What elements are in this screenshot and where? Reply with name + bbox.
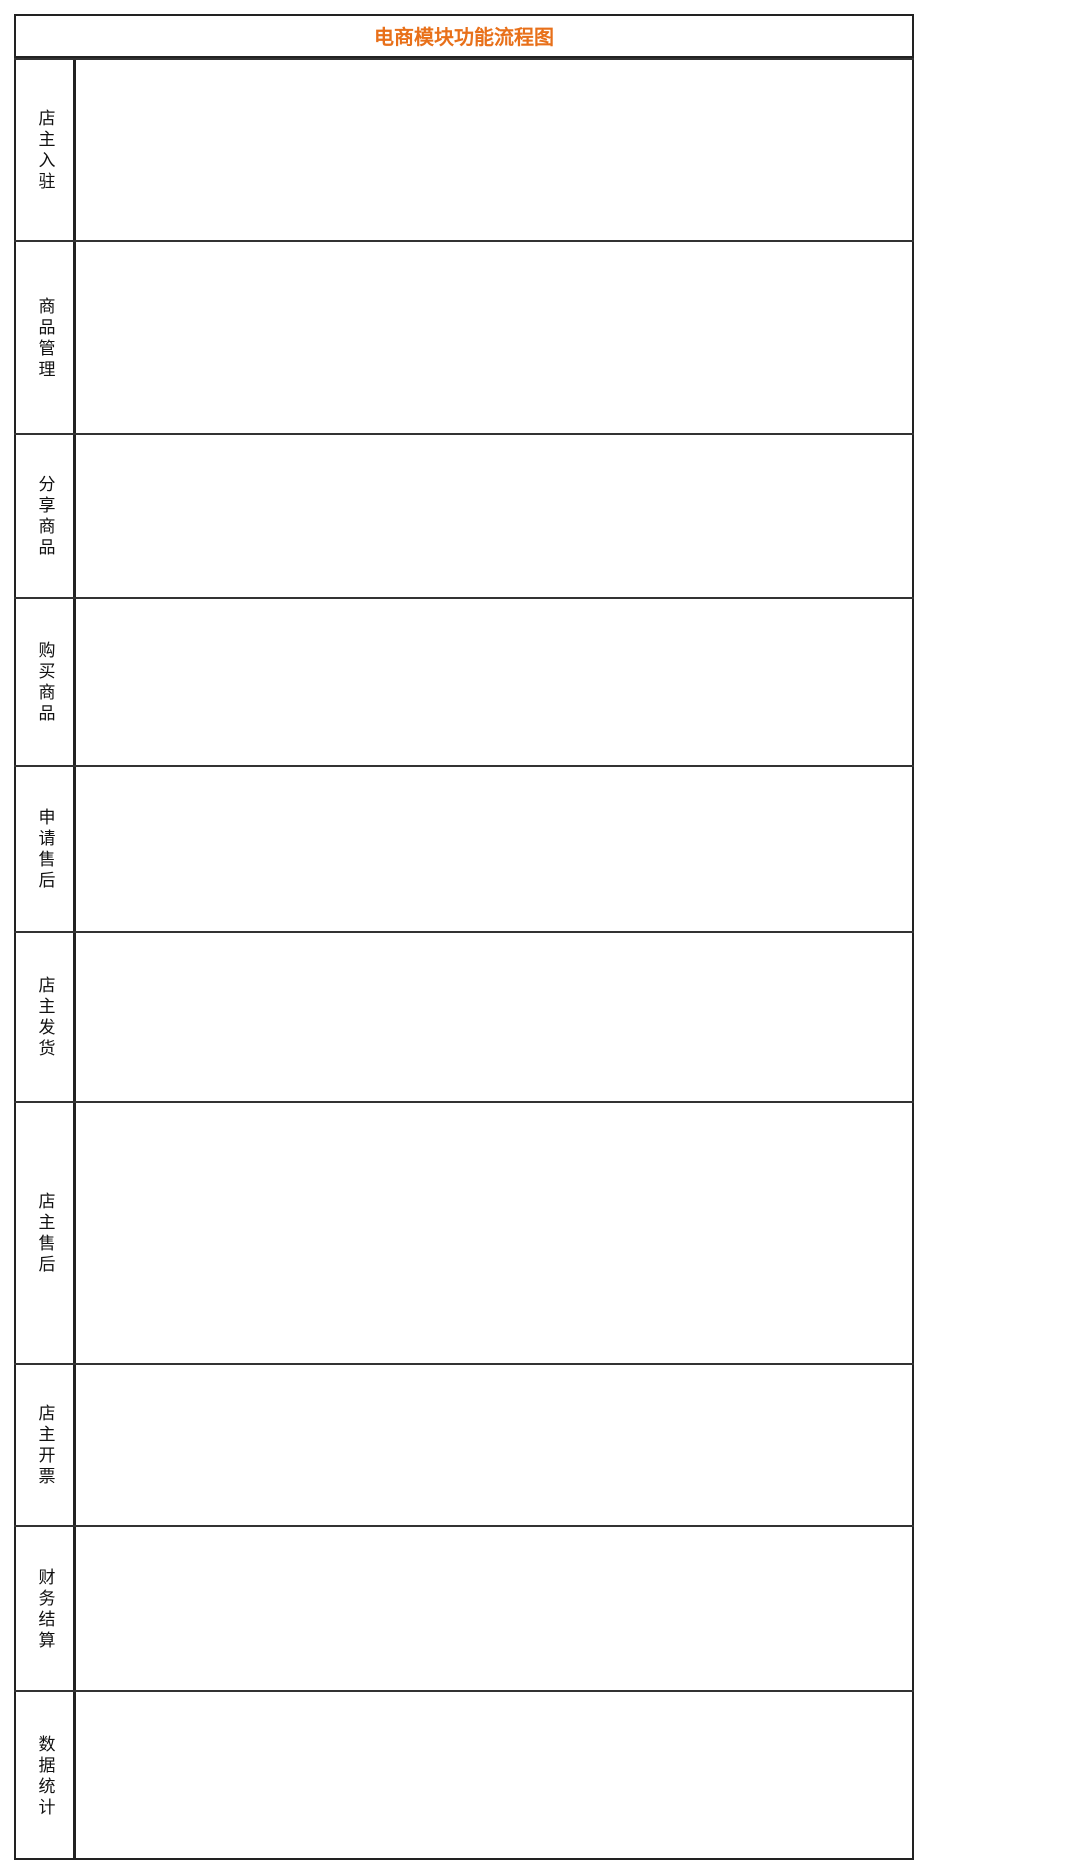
diagram-frame — [14, 14, 914, 1860]
lane-label: 申请售后 — [35, 808, 55, 892]
lane-1: 商品管理 — [14, 240, 914, 433]
lane-label: 店主入驻 — [35, 109, 55, 193]
lane-3: 购买商品 — [14, 597, 914, 765]
lane-7: 店主开票 — [14, 1363, 914, 1525]
lane-8: 财务结算 — [14, 1525, 914, 1690]
lane-label: 商品管理 — [35, 296, 55, 381]
lane-6: 店主售后 — [14, 1101, 914, 1363]
lane-label: 店主售后 — [35, 1192, 55, 1276]
lane-4: 申请售后 — [14, 765, 914, 931]
lane-5: 店主发货 — [14, 931, 914, 1101]
lane-label: 分享商品 — [35, 475, 55, 559]
lane-label: 店主开票 — [35, 1404, 55, 1488]
lane-label-column — [14, 58, 76, 1860]
lane-label: 财务结算 — [35, 1567, 55, 1652]
lane-label: 数据统计 — [35, 1735, 55, 1819]
diagram-title: 电商模块功能流程图 — [14, 14, 914, 58]
lane-2: 分享商品 — [14, 433, 914, 597]
lane-9: 数据统计 — [14, 1690, 914, 1860]
lane-0: 店主入驻 — [14, 58, 914, 240]
lane-label: 店主发货 — [35, 976, 55, 1060]
lane-label: 购买商品 — [35, 641, 55, 725]
